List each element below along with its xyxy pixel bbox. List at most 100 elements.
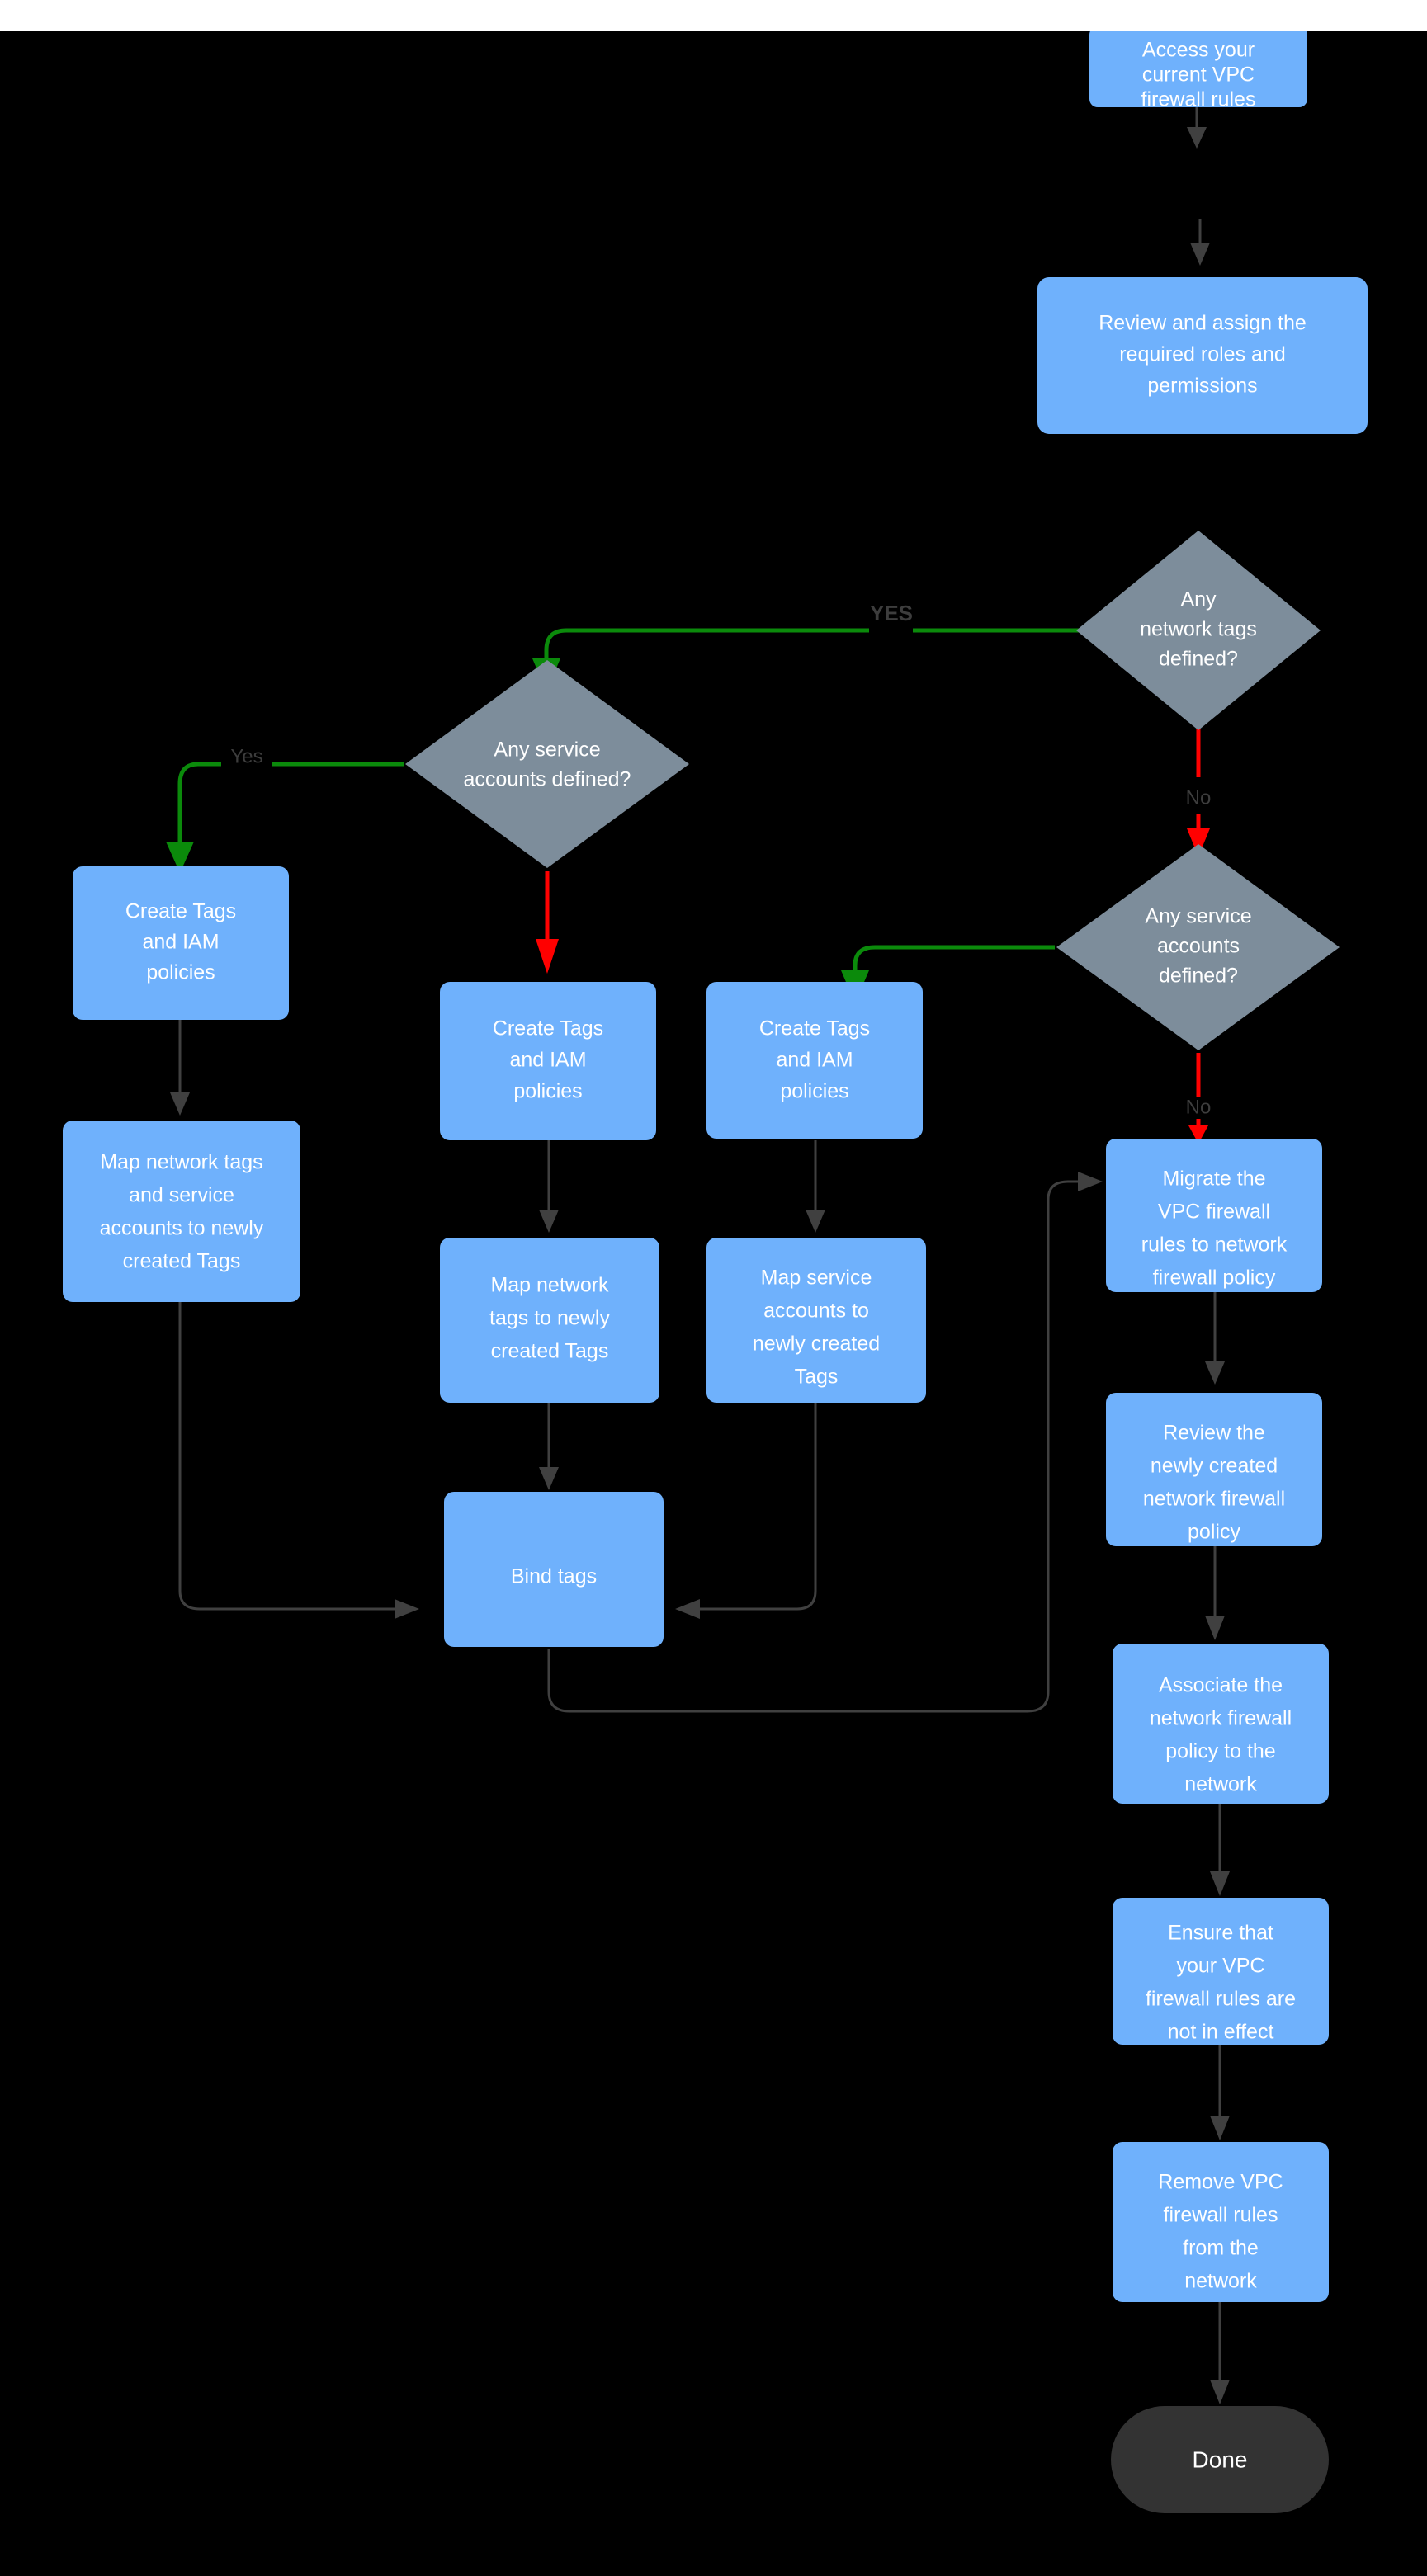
node-done-terminal[interactable]: Done — [1111, 2406, 1329, 2513]
edge-d2-yes-n3: Yes — [166, 745, 404, 873]
node-n12-line-1: network firewall — [1150, 1707, 1292, 1730]
node-n2-line-0: Review and assign the — [1099, 312, 1307, 335]
node-n8-line-1: accounts to — [763, 1300, 869, 1323]
node-associate-policy-to-network[interactable]: Associate the network firewall policy to… — [1113, 1644, 1329, 1804]
node-n10-line-3: firewall policy — [1153, 1267, 1276, 1290]
node-map-network-tags[interactable]: Map network tags to newly created Tags — [440, 1238, 659, 1403]
node-n2-line-1: required roles and — [1119, 343, 1286, 366]
node-n8-line-2: newly created — [753, 1333, 880, 1356]
node-n10-line-2: rules to network — [1141, 1234, 1288, 1257]
node-n14-line-1: firewall rules — [1164, 2204, 1278, 2227]
node-d1-line-2: defined? — [1159, 648, 1238, 671]
edge-n2-d1 — [1190, 219, 1210, 266]
node-end-line-0: Done — [1193, 2446, 1248, 2472]
node-n6-line-0: Map network — [490, 1274, 609, 1297]
node-ensure-rules-not-in-effect[interactable]: Ensure that your VPC firewall rules are … — [1113, 1898, 1329, 2045]
edge-n5-n6 — [539, 1140, 559, 1233]
edge-label-d1-yes: YES — [870, 601, 913, 625]
node-migrate-vpc-to-policy[interactable]: Migrate the VPC firewall rules to networ… — [1106, 1139, 1322, 1292]
edge-label-d1-no: No — [1186, 786, 1212, 809]
node-d2-line-1: accounts defined? — [464, 768, 631, 791]
node-n12-line-2: policy to the — [1165, 1740, 1275, 1763]
node-n10-line-0: Migrate the — [1162, 1168, 1265, 1191]
node-create-tags-iam-left[interactable]: Create Tags and IAM policies — [73, 866, 289, 1020]
node-n8-line-3: Tags — [795, 1366, 839, 1389]
node-n14-line-3: network — [1184, 2270, 1257, 2293]
edge-n1-n2 — [1187, 107, 1207, 149]
edge-n9-n10 — [547, 1172, 1103, 1713]
edge-n12-n13 — [1210, 1804, 1230, 1896]
node-n4-line-3: created Tags — [123, 1250, 241, 1273]
node-n14-line-0: Remove VPC — [1158, 2171, 1283, 2194]
node-n2-line-2: permissions — [1147, 375, 1257, 398]
node-n13-line-0: Ensure that — [1168, 1922, 1273, 1945]
node-n11-line-2: network firewall — [1143, 1488, 1285, 1511]
node-n11-line-3: policy — [1188, 1521, 1240, 1544]
node-review-new-policy[interactable]: Review the newly created network firewal… — [1106, 1393, 1322, 1546]
node-create-tags-iam-right[interactable]: Create Tags and IAM policies — [706, 982, 923, 1139]
node-d3-line-1: accounts — [1157, 935, 1240, 958]
node-n10-line-1: VPC firewall — [1158, 1201, 1270, 1224]
edge-n4-n9 — [178, 1302, 419, 1619]
node-n6-line-2: created Tags — [491, 1340, 609, 1363]
node-n3-line-0: Create Tags — [125, 900, 236, 923]
edge-label-d2-yes: Yes — [230, 745, 262, 767]
node-n7-line-0: Create Tags — [759, 1017, 870, 1040]
node-n5-line-2: policies — [513, 1080, 582, 1103]
node-n1-line-0: Access your — [1142, 39, 1255, 62]
node-n9-line-0: Bind tags — [511, 1565, 597, 1588]
node-n1-line-1: current VPC — [1142, 64, 1255, 87]
node-n13-line-3: not in effect — [1168, 2021, 1274, 2044]
edge-n13-n14 — [1210, 2045, 1230, 2140]
node-create-tags-iam-middle[interactable]: Create Tags and IAM policies — [440, 982, 656, 1140]
node-n3-line-2: policies — [146, 961, 215, 984]
node-n5-line-0: Create Tags — [493, 1017, 603, 1040]
node-bind-tags[interactable]: Bind tags — [444, 1492, 664, 1647]
node-n11-line-0: Review the — [1163, 1422, 1265, 1445]
node-n6-line-1: tags to newly — [489, 1307, 610, 1330]
node-n4-line-1: and service — [129, 1184, 234, 1207]
node-d1-line-0: Any — [1180, 588, 1217, 611]
node-access-vpc-firewall-rules[interactable]: Access your current VPC firewall rules — [1089, 31, 1307, 111]
node-n13-line-1: your VPC — [1177, 1955, 1265, 1978]
edge-d1-yes-d2: YES — [532, 601, 1083, 691]
decision-any-service-accounts-defined-left[interactable]: Any service accounts defined? — [405, 660, 689, 868]
node-d1-line-1: network tags — [1140, 618, 1257, 641]
node-n14-line-2: from the — [1183, 2237, 1259, 2260]
flowchart-svg: YES No Yes — [63, 31, 1368, 2513]
edge-n7-n8 — [806, 1140, 825, 1233]
node-remove-vpc-rules[interactable]: Remove VPC firewall rules from the netwo… — [1113, 2142, 1329, 2302]
node-d3-line-0: Any service — [1145, 905, 1251, 928]
edge-label-d3-no: No — [1186, 1096, 1212, 1118]
decision-any-network-tags-defined[interactable]: Any network tags defined? — [1076, 531, 1321, 730]
node-n8-line-0: Map service — [761, 1267, 872, 1290]
edge-n14-end — [1210, 2302, 1230, 2404]
diagram-canvas: YES No Yes — [0, 31, 1427, 2576]
node-n7-line-2: policies — [780, 1080, 848, 1103]
node-review-assign-roles[interactable]: Review and assign the required roles and… — [1037, 277, 1368, 434]
node-d3-line-2: defined? — [1159, 965, 1238, 988]
edge-n3-n4 — [170, 1020, 190, 1116]
node-n3-line-1: and IAM — [142, 931, 219, 954]
edge-n6-n9 — [539, 1403, 559, 1490]
node-n11-line-1: newly created — [1151, 1455, 1278, 1478]
edge-d1-no-d3: No — [1186, 710, 1212, 856]
top-white-strip — [0, 0, 1427, 31]
edge-n8-n9 — [675, 1403, 817, 1619]
node-n7-line-1: and IAM — [776, 1049, 853, 1072]
node-n4-line-2: accounts to newly — [100, 1217, 264, 1240]
node-n4-line-0: Map network tags — [100, 1151, 262, 1174]
node-n12-line-0: Associate the — [1159, 1674, 1283, 1697]
node-n12-line-3: network — [1184, 1773, 1257, 1796]
node-map-tags-and-service-accounts[interactable]: Map network tags and service accounts to… — [63, 1121, 300, 1302]
edge-n10-n11 — [1205, 1292, 1225, 1385]
node-map-service-accounts[interactable]: Map service accounts to newly created Ta… — [706, 1238, 926, 1403]
node-d2-line-0: Any service — [494, 738, 600, 762]
node-n1-line-2: firewall rules — [1141, 88, 1256, 111]
node-n5-line-1: and IAM — [509, 1049, 586, 1072]
node-n13-line-2: firewall rules are — [1146, 1988, 1296, 2011]
edge-d3-no-n10: No — [1186, 1053, 1212, 1144]
edge-n11-n12 — [1205, 1546, 1225, 1640]
decision-any-service-accounts-defined-right[interactable]: Any service accounts defined? — [1056, 844, 1340, 1050]
